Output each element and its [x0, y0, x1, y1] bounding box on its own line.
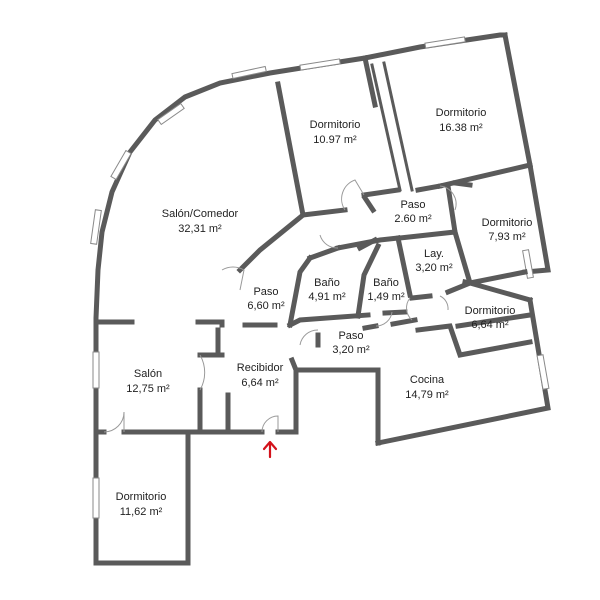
room-area: 12,75 m² [126, 383, 170, 395]
room-area: 32,31 m² [178, 223, 222, 235]
room-area: 14,79 m² [405, 389, 449, 401]
room-name: Dormitorio [116, 491, 167, 503]
room-name: Baño [314, 277, 340, 289]
door [103, 411, 125, 433]
window [110, 149, 132, 181]
door [299, 329, 319, 346]
room-area: 10.97 m² [313, 134, 357, 146]
door [221, 266, 245, 291]
window [157, 102, 185, 126]
door [341, 179, 365, 211]
door [439, 295, 449, 311]
window [231, 65, 267, 80]
room-name: Dormitorio [436, 107, 487, 119]
room-name: Recibidor [237, 362, 284, 374]
window [90, 209, 102, 245]
room-name: Salón [134, 368, 162, 380]
window [536, 354, 550, 390]
room-area: 6,64 m² [241, 377, 279, 389]
room-area: 6,64 m² [471, 319, 509, 331]
room-name: Dormitorio [465, 305, 516, 317]
doors [103, 179, 457, 433]
window [522, 249, 534, 279]
window [92, 351, 100, 389]
room-area: 2.60 m² [394, 213, 432, 225]
room-area: 4,91 m² [308, 291, 346, 303]
room-name: Dormitorio [310, 119, 361, 131]
entrance-arrow-icon [262, 440, 278, 459]
window [424, 36, 466, 49]
windows [90, 36, 550, 519]
room-area: 11,62 m² [120, 506, 163, 518]
room-area: 1,49 m² [367, 291, 405, 303]
room-name: Paso [338, 330, 363, 342]
room-area: 6,60 m² [247, 300, 285, 312]
room-name: Salón/Comedor [162, 208, 239, 220]
door [439, 185, 457, 211]
room-name: Lay. [424, 248, 444, 260]
room-name: Dormitorio [482, 217, 533, 229]
room-name: Paso [253, 286, 278, 298]
room-name: Cocina [410, 374, 445, 386]
door [261, 415, 279, 433]
room-area: 7,93 m² [488, 231, 526, 243]
interior-walls [93, 55, 534, 435]
room-area: 3,20 m² [332, 344, 370, 356]
room-name: Baño [373, 277, 399, 289]
window [92, 477, 100, 519]
door [199, 354, 206, 391]
door [319, 234, 339, 249]
room-labels: Dormitorio 10.97 m² Dormitorio 16.38 m² … [116, 107, 533, 518]
room-area: 16.38 m² [439, 122, 483, 134]
room-name: Paso [400, 199, 425, 211]
door [375, 311, 393, 327]
room-area: 3,20 m² [415, 262, 453, 274]
window [299, 58, 341, 71]
exterior-walls [93, 32, 551, 566]
door [406, 297, 413, 321]
